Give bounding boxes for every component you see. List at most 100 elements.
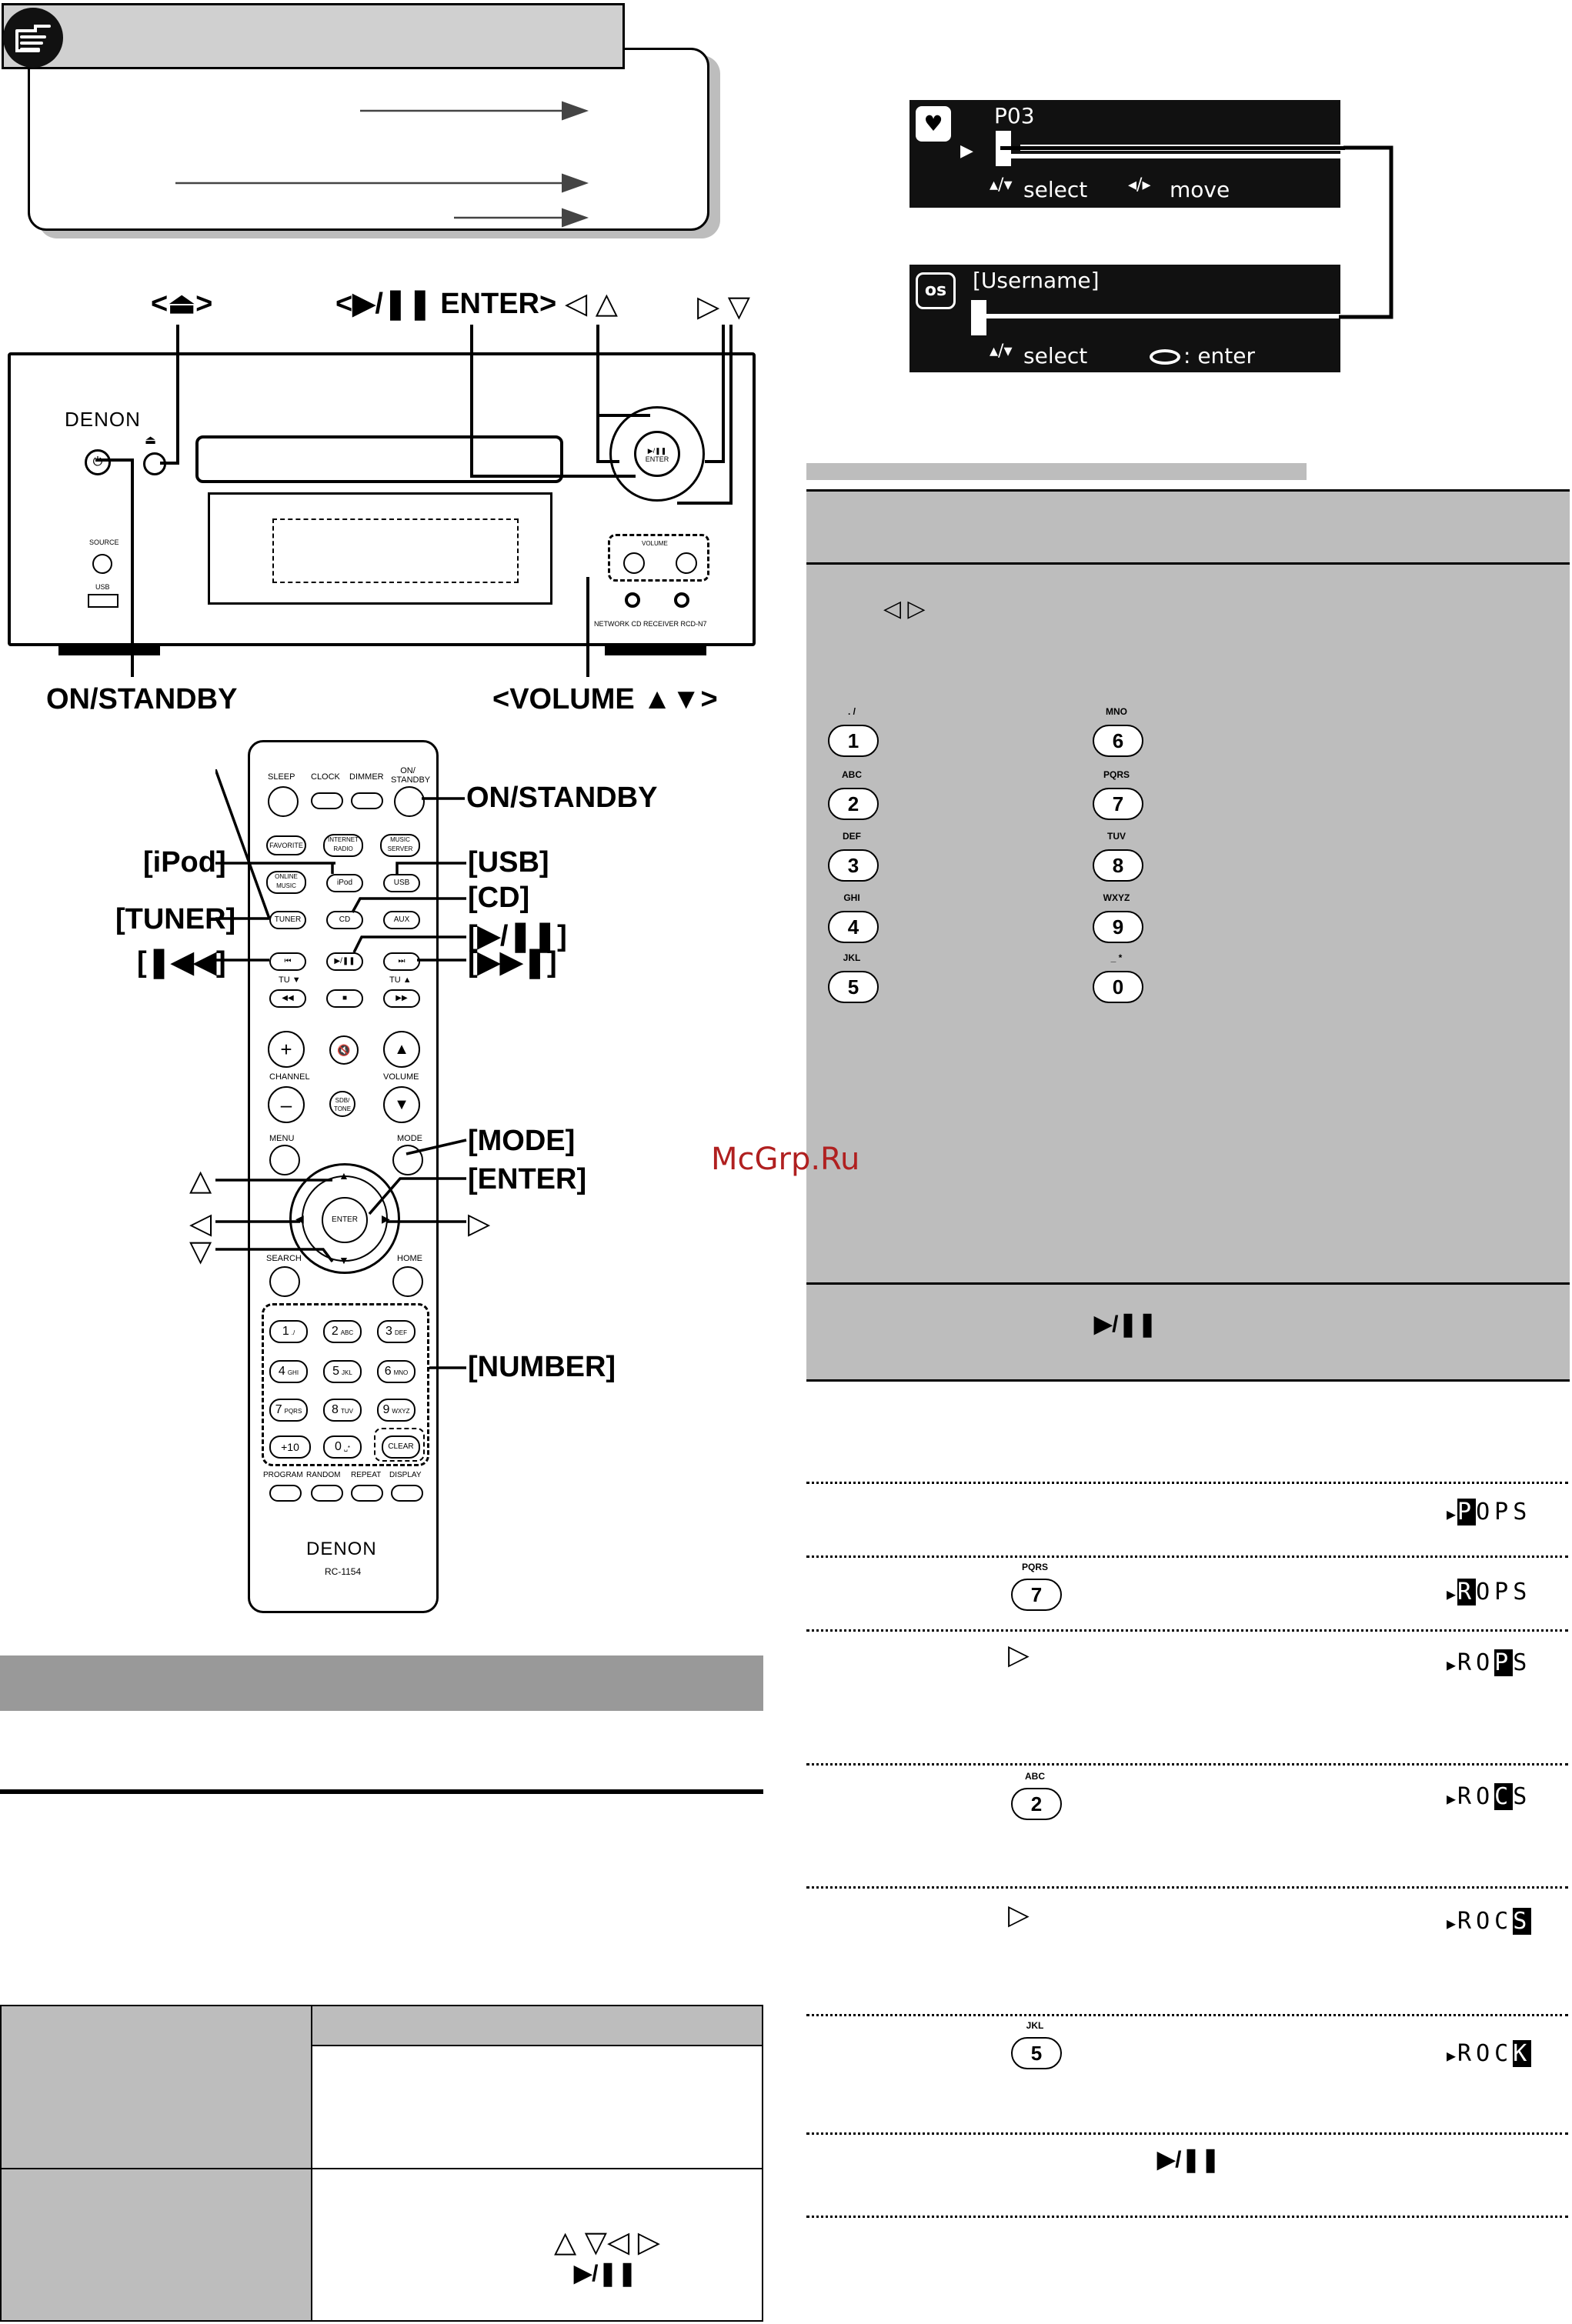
numpad-key-0[interactable]: 0␣* [323, 1435, 362, 1459]
char-key-right-7: 7 [1093, 788, 1143, 820]
internet-radio-button[interactable]: INTERNET RADIO [323, 834, 363, 857]
display-button[interactable] [391, 1485, 423, 1502]
step-right-arrow-icon: ▷ [1008, 1899, 1030, 1930]
numpad-key-number: 0 [334, 1440, 342, 1453]
remote-down-arrow-icon[interactable]: ▼ [339, 1254, 349, 1266]
remote-nav-ring[interactable] [289, 1163, 400, 1274]
online-music-button[interactable]: ONLINE MUSIC [266, 871, 306, 894]
random-button[interactable] [311, 1485, 343, 1502]
volume-up-remote-button[interactable]: ▲ [383, 1031, 420, 1068]
dimmer-button[interactable] [351, 792, 383, 809]
plus10-button[interactable]: +10 [269, 1435, 311, 1459]
sleep-button[interactable] [268, 786, 299, 817]
step-key-letters: ABC [1025, 1771, 1045, 1782]
unit-leader-lines [95, 325, 733, 677]
step-key-letters: PQRS [1021, 1562, 1048, 1572]
unit-foot-right [605, 645, 706, 655]
numpad-key-letters: GHI [287, 1369, 299, 1376]
screen-2-title: [Username] [973, 268, 1100, 293]
on-standby-button[interactable] [394, 786, 425, 817]
prev-button[interactable]: ⏮ [269, 952, 306, 971]
volume-down-remote-button[interactable]: ▼ [383, 1086, 420, 1123]
updown-arrows-icon: ▴/▾ [990, 175, 1013, 195]
music-server-button[interactable]: MUSIC SERVER [380, 834, 420, 857]
remote-enter-button[interactable]: ENTER [322, 1197, 368, 1243]
next-button[interactable]: ⏭ [383, 952, 420, 971]
volume-up-button[interactable] [676, 552, 697, 574]
tuner-button[interactable]: TUNER [269, 911, 306, 929]
dimmer-label: DIMMER [349, 772, 384, 782]
remote-nav-inner [302, 1175, 388, 1262]
menu-button[interactable] [269, 1145, 300, 1175]
sdb-tone-button[interactable]: SDB/ TONE [329, 1091, 355, 1117]
enter-button-icon [1150, 349, 1180, 365]
step-display: ▶ROCS [1447, 1908, 1532, 1935]
char-table-left-right: ◁ ▷ [883, 596, 926, 622]
disc-slot [195, 435, 563, 483]
remote-up-arrow-icon[interactable]: ▲ [339, 1169, 349, 1182]
ipod-button[interactable]: iPod [326, 874, 363, 892]
remote-prev-label: [❚◀◀] [137, 946, 226, 979]
step-key: 7 [1011, 1579, 1062, 1611]
step-display: ▶POPS [1447, 1499, 1531, 1525]
favorite-button[interactable]: FAVORITE [266, 835, 306, 855]
random-label: RANDOM [306, 1471, 341, 1479]
search-button[interactable] [269, 1266, 300, 1297]
char-key-left-1: 1 [828, 725, 879, 757]
clear-dashed-box [374, 1428, 425, 1462]
char-key-letters: WXYZ [1103, 892, 1130, 903]
usb-button[interactable]: USB [383, 874, 420, 892]
remote-left-arrow-icon[interactable]: ◀ [295, 1212, 304, 1225]
step-display-char: R [1457, 1783, 1477, 1810]
nav-enter-button[interactable]: ▶/❚❚ENTER [634, 431, 680, 477]
screen-2: os [Username] ▴/▾ select : enter [909, 265, 1340, 372]
usb-port [88, 594, 118, 608]
volume-down-button[interactable] [623, 552, 645, 574]
step-display-char: P [1494, 1649, 1514, 1676]
channel-minus-button[interactable]: – [268, 1086, 305, 1123]
step-divider [806, 1482, 1568, 1484]
tu-up-label: TU ▲ [389, 975, 412, 985]
home-button[interactable] [392, 1266, 423, 1297]
channel-plus-button[interactable]: + [268, 1031, 305, 1068]
tu-down-label: TU ▼ [279, 975, 301, 985]
clear-button[interactable]: CLEAR [382, 1435, 420, 1459]
stop-button[interactable]: ■ [326, 989, 363, 1008]
remote-cd-label: [CD] [468, 882, 530, 914]
rewind-button[interactable]: ◀◀ [269, 989, 306, 1008]
step-display-pointer: ▶ [1447, 1655, 1458, 1674]
remote-right-arrow-icon[interactable]: ▶ [382, 1212, 390, 1225]
step-display-char: R [1457, 1649, 1477, 1676]
aux-button[interactable]: AUX [383, 911, 420, 929]
numpad-key-letters: PQRS [284, 1408, 302, 1415]
program-button[interactable] [269, 1485, 302, 1502]
step-display-char: O [1476, 1499, 1495, 1525]
numpad-key-number: 4 [278, 1365, 285, 1378]
note-box [28, 48, 720, 238]
aux-jack [625, 592, 640, 608]
screen-connector [1339, 145, 1393, 319]
source-button[interactable] [92, 554, 112, 574]
cd-button[interactable]: CD [326, 911, 363, 929]
numpad-key-number: 5 [332, 1365, 340, 1378]
clock-button[interactable] [311, 792, 343, 809]
mute-button[interactable]: 🔇 [329, 1035, 359, 1065]
volume-remote-label: VOLUME [383, 1072, 419, 1082]
step-display-char: O [1476, 2040, 1495, 2067]
nav-ring[interactable] [609, 406, 705, 502]
step-display-char: R [1457, 2040, 1477, 2067]
repeat-button[interactable] [351, 1485, 383, 1502]
ipod-heart-icon: ♥ [916, 106, 951, 142]
numpad-key-1[interactable]: 1./ [269, 1320, 308, 1343]
play-pause-button[interactable]: ▶/❚❚ [326, 952, 363, 971]
remote-model: RC-1154 [325, 1566, 362, 1577]
ffwd-button[interactable]: ▶▶ [383, 989, 420, 1008]
